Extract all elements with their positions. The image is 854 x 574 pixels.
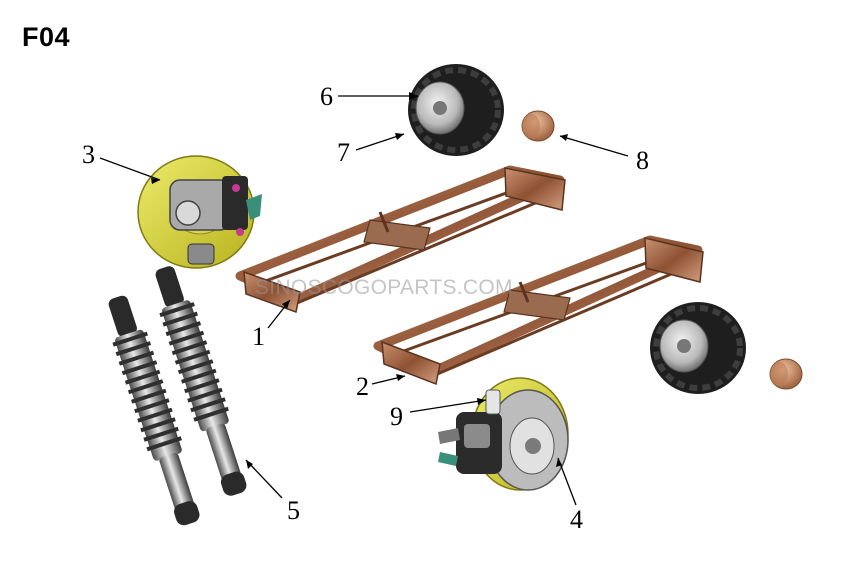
leader-lines [99,95,629,506]
leader-arrowheads [151,92,568,469]
callout-6: 6 [320,82,333,111]
rear-brake-assembly [438,377,569,491]
wheel-tire-2 [650,302,746,394]
callout-9: 9 [390,402,403,431]
page-label: F04 [22,22,71,52]
brake-caliper [438,412,502,474]
shock-absorber-pair [108,266,247,526]
rear-swing-frame-left [235,165,566,314]
callout-1: 1 [252,322,265,351]
rear-swing-frame-right [373,235,704,386]
callout-4: 4 [570,505,583,534]
wheel-rim [415,81,465,135]
watermark: SINOSCOGOPARTS.COM [255,276,513,299]
front-brake-assembly [137,155,262,269]
axle-nut-2 [769,358,803,390]
callout-2: 2 [356,372,369,401]
callout-8: 8 [636,146,649,175]
axle-nut [521,110,555,142]
wheel-tire [408,64,504,156]
callout-3: 3 [82,140,95,169]
callout-7: 7 [337,138,350,167]
callout-5: 5 [287,496,300,525]
